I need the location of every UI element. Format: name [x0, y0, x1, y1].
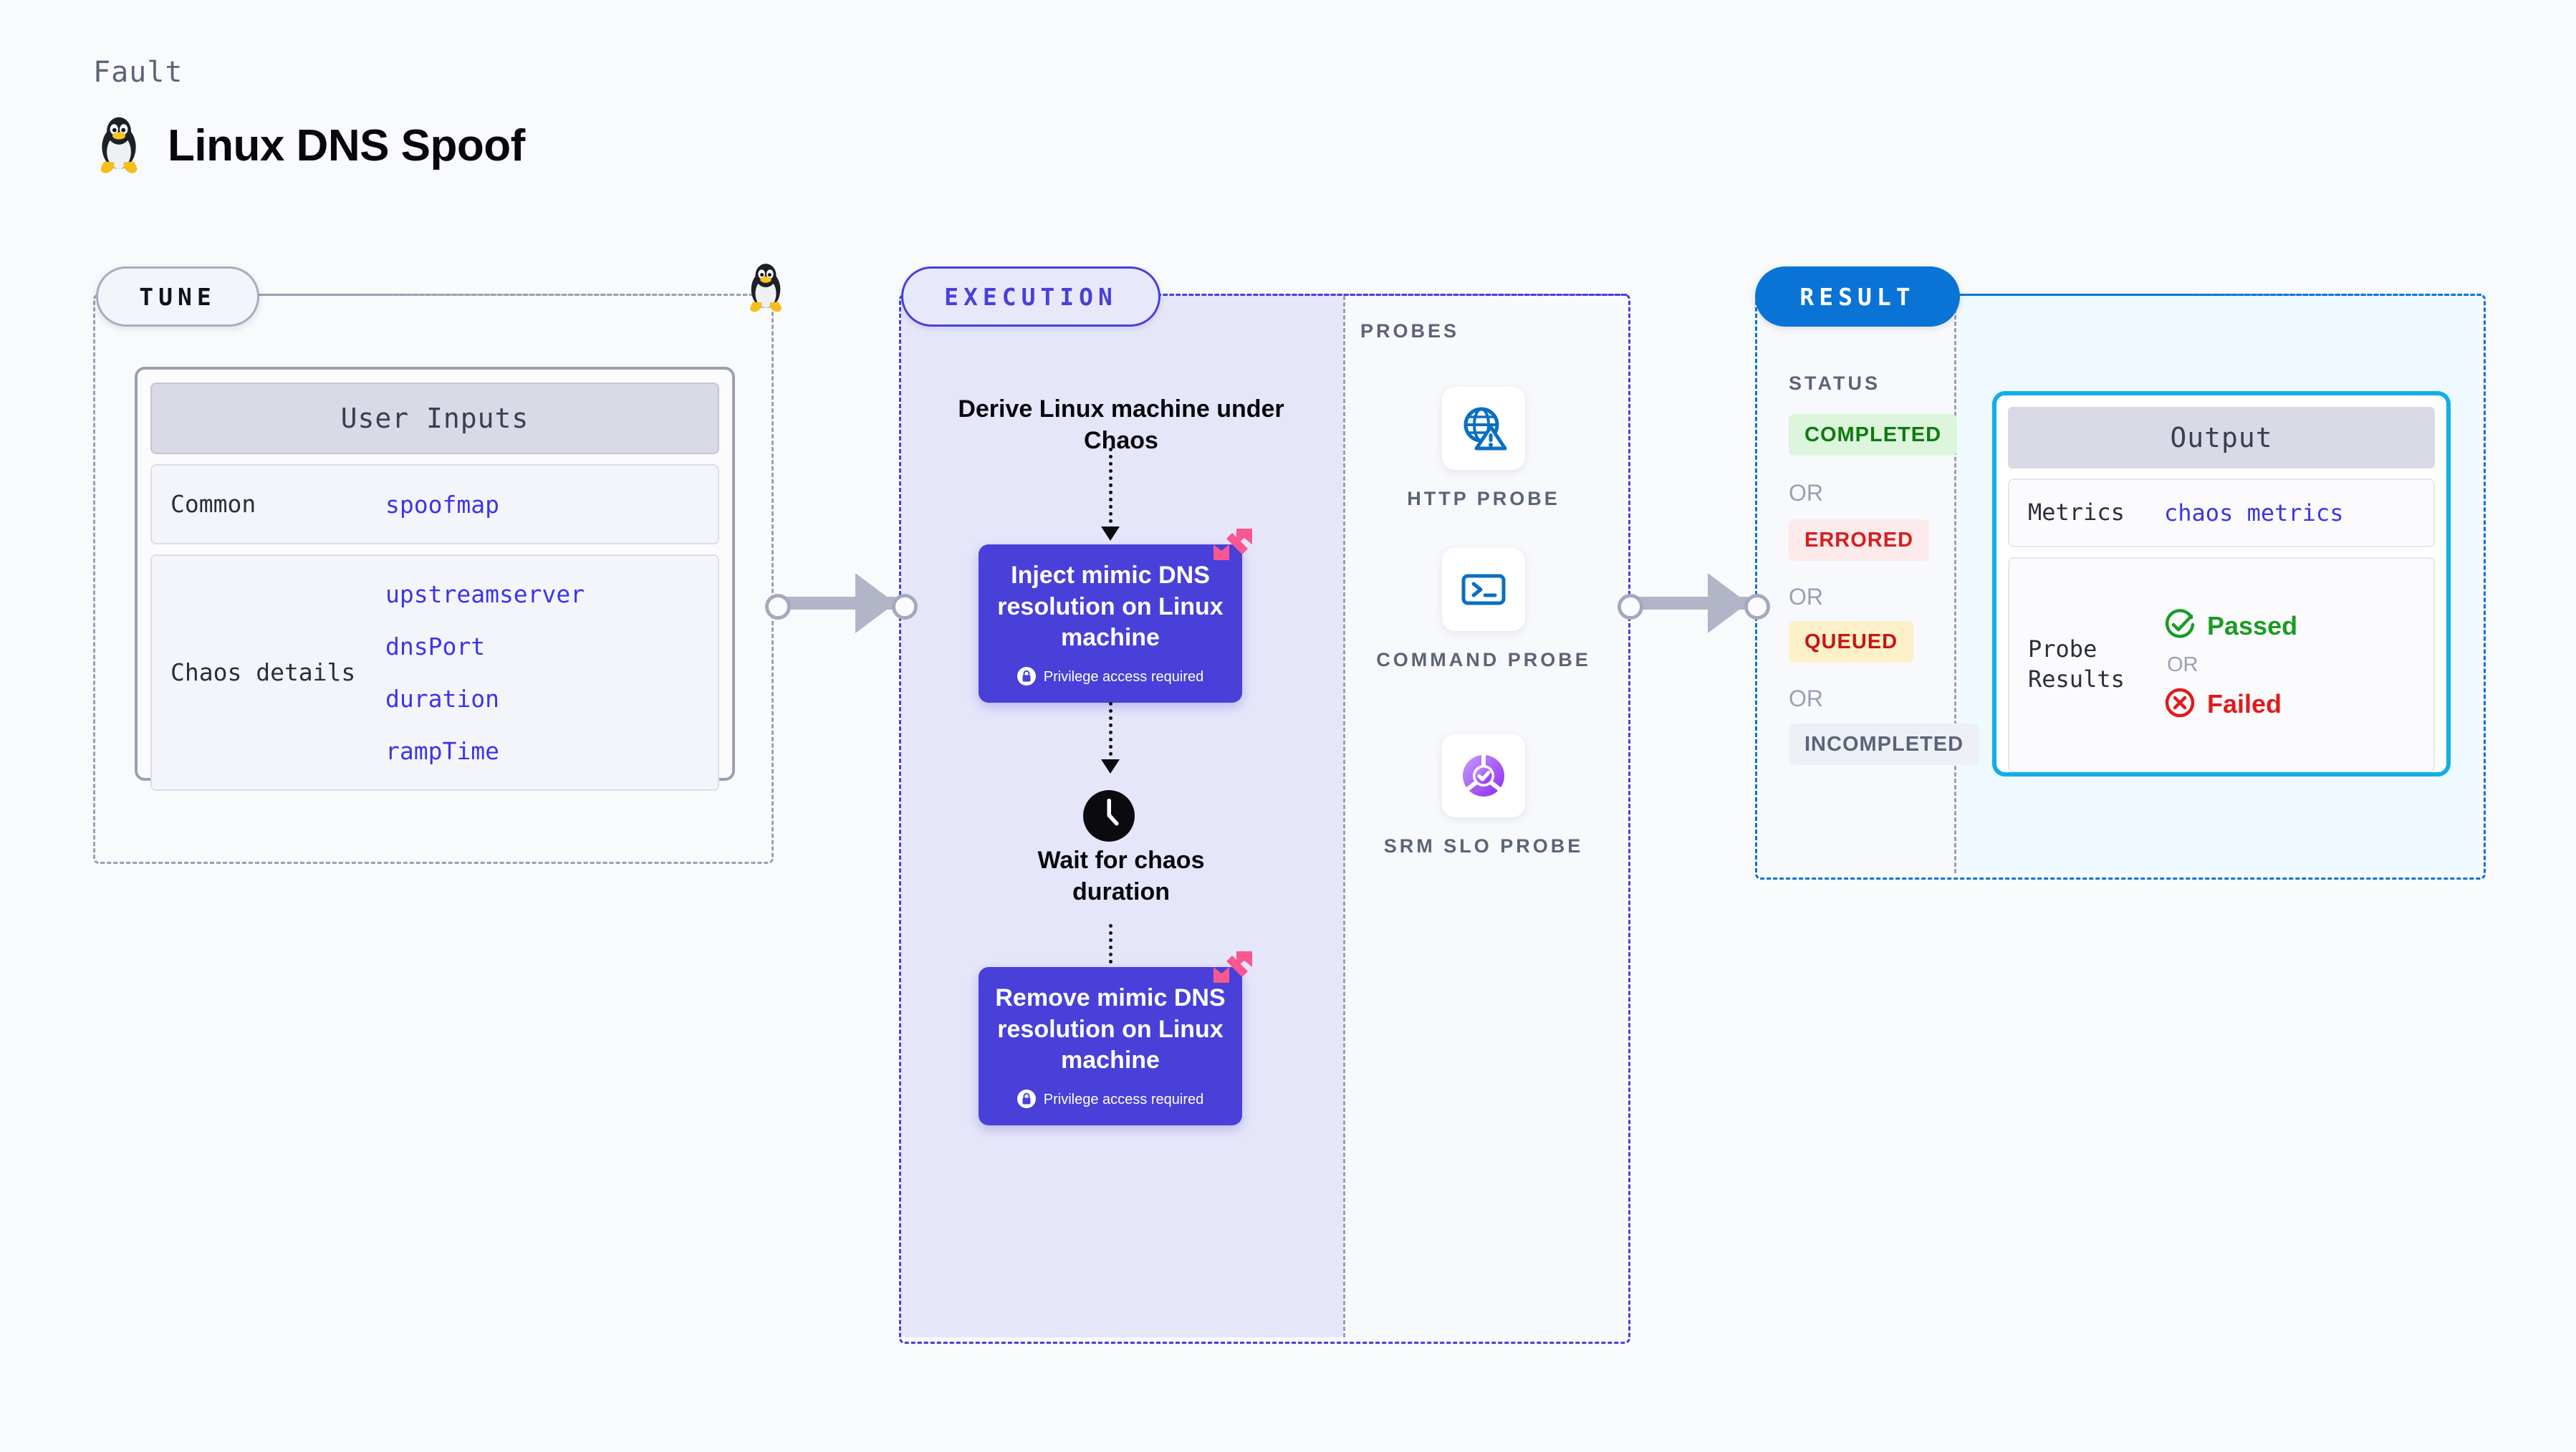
privilege-notice-text: Privilege access required [1043, 1092, 1204, 1108]
tune-to-execution-arrow-start-dot [765, 594, 791, 620]
privilege-notice: Privilege access required [1017, 1089, 1204, 1111]
tune-param-ramptime[interactable]: rampTime [385, 737, 499, 765]
output-metrics-value[interactable]: chaos metrics [2164, 499, 2344, 527]
status-badge-queued: QUEUED [1789, 621, 1914, 663]
user-inputs-heading: User Inputs [150, 383, 719, 454]
probe-result-failed: Failed [2164, 687, 2297, 721]
close-circle-icon [2164, 687, 2196, 721]
status-or-separator: OR [1789, 480, 1823, 506]
tune-section-pill[interactable]: TUNE [96, 266, 259, 327]
probe-label: SRM SLO PROBE [1383, 835, 1584, 857]
tune-param-dnsport[interactable]: dnsPort [385, 633, 486, 660]
output-card: Output Metrics chaos metrics Probe Resul… [1992, 391, 2451, 777]
privilege-notice-text: Privilege access required [1043, 669, 1204, 686]
status-title: STATUS [1789, 372, 1880, 394]
probe-item-srm-slo[interactable]: SRM SLO PROBE [1343, 734, 1624, 859]
linux-penguin-icon [93, 115, 145, 176]
execution-to-result-arrow-head [1708, 573, 1748, 633]
probe-result-values: Passed OR Failed [2164, 608, 2298, 721]
check-circle-icon [2164, 608, 2196, 643]
flow-connector-1-arrowhead [1101, 527, 1120, 541]
user-inputs-card: User Inputs Common spoofmap Chaos detail… [135, 367, 735, 791]
harness-logo-icon [1211, 948, 1255, 993]
status-or-separator: OR [1789, 584, 1823, 610]
lock-icon [1017, 666, 1036, 688]
result-pill-connector-line [1951, 294, 2481, 296]
page-kicker: Fault [93, 56, 183, 89]
flow-step-remove-text: Remove mimic DNS resolution on Linux mac… [995, 984, 1226, 1074]
flow-connector-3 [1109, 924, 1112, 992]
flow-step-remove-node[interactable]: Remove mimic DNS resolution on Linux mac… [979, 951, 1252, 1125]
lock-icon [1017, 1089, 1036, 1111]
tune-row-chaos-details: Chaos details upstreamserver dnsPort dur… [150, 554, 719, 791]
flow-step-inject-text: Inject mimic DNS resolution on Linux mac… [997, 562, 1224, 652]
privilege-notice: Privilege access required [1017, 666, 1204, 688]
tune-row-values: upstreamserver dnsPort duration rampTime [385, 580, 585, 765]
tune-param-upstreamserver[interactable]: upstreamserver [385, 580, 585, 608]
terminal-icon [1442, 548, 1525, 631]
execution-pill-connector-line [1150, 294, 1627, 296]
probe-label: HTTP PROBE [1407, 488, 1560, 509]
tune-to-execution-arrow-head [855, 573, 895, 633]
probes-title: PROBES [1360, 320, 1460, 342]
tune-param-duration[interactable]: duration [385, 685, 499, 713]
execution-to-result-arrow-start-dot [1618, 594, 1643, 620]
flow-connector-1 [1109, 448, 1112, 530]
status-badge-incompleted: INCOMPLETED [1789, 723, 1980, 765]
tune-param-spoofmap[interactable]: spoofmap [385, 490, 499, 519]
status-or-separator: OR [1789, 686, 1823, 711]
output-row-key: Metrics [2028, 499, 2125, 527]
tune-row-key: Chaos details [170, 658, 356, 687]
flow-step-inject-node[interactable]: Inject mimic DNS resolution on Linux mac… [979, 529, 1252, 703]
flow-connector-2-arrowhead [1101, 759, 1120, 774]
output-row-key: Probe Results [2028, 635, 2125, 693]
output-heading: Output [2008, 407, 2435, 468]
probe-passed-label: Passed [2207, 610, 2298, 640]
probe-or-separator: OR [2167, 653, 2198, 676]
probe-result-passed: Passed [2164, 608, 2298, 643]
page-title-row: Linux DNS Spoof [93, 115, 525, 176]
clock-icon [1081, 788, 1137, 844]
flow-step-derive-label: Derive Linux machine under Chaos [958, 395, 1284, 454]
output-row-probe-results: Probe Results Passed OR [2008, 557, 2435, 772]
tune-pill-connector-line [251, 294, 766, 296]
probe-item-http[interactable]: HTTP PROBE [1343, 387, 1624, 511]
result-status-panel [1757, 296, 1956, 873]
tune-row-common: Common spoofmap [150, 464, 719, 544]
page-title: Linux DNS Spoof [168, 120, 525, 170]
probe-item-command[interactable]: COMMAND PROBE [1343, 548, 1624, 673]
globe-warning-icon [1442, 387, 1525, 470]
flow-connector-2 [1109, 702, 1112, 763]
result-section-pill[interactable]: RESULT [1755, 266, 1960, 327]
execution-to-result-arrow-end-dot [1744, 594, 1770, 620]
srm-slo-check-icon [1442, 734, 1525, 817]
status-badge-errored: ERRORED [1789, 519, 1930, 561]
execution-section-pill[interactable]: EXECUTION [901, 266, 1160, 327]
harness-logo-icon [1211, 526, 1255, 570]
tune-row-values: spoofmap [385, 491, 499, 519]
tune-linux-penguin-icon [744, 261, 788, 314]
flow-step-wait-label: Wait for chaos duration [1037, 847, 1205, 905]
tune-to-execution-arrow-end-dot [892, 594, 918, 620]
probe-failed-label: Failed [2207, 688, 2282, 718]
status-badge-completed: COMPLETED [1789, 414, 1958, 456]
probe-label: COMMAND PROBE [1376, 649, 1591, 670]
tune-row-key: Common [170, 490, 256, 519]
output-row-metrics: Metrics chaos metrics [2008, 479, 2435, 547]
